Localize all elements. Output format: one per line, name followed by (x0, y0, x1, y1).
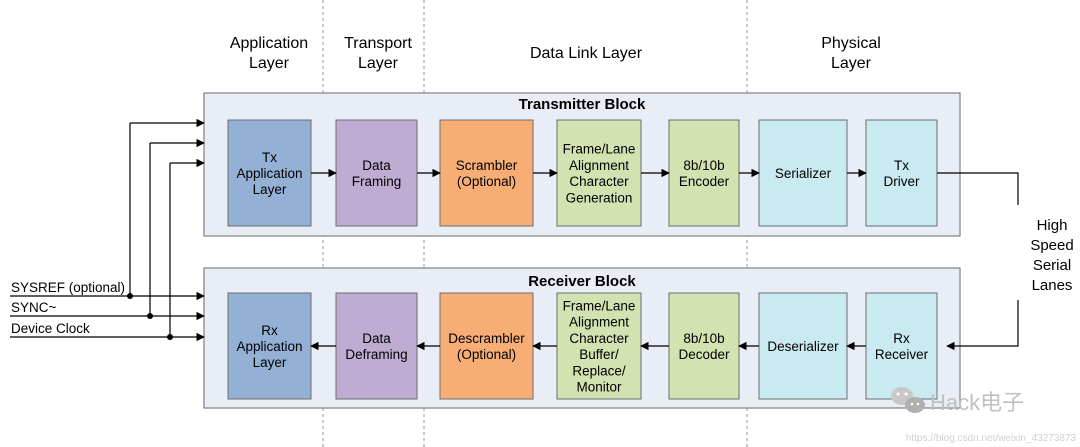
serializer-block: Serializer (758, 119, 848, 227)
transmitter-block-title: Transmitter Block (519, 96, 646, 113)
deserializer-label: Deserializer (767, 339, 839, 354)
device-clock-junction (167, 334, 173, 340)
input-signals: SYSREF (optional) SYNC~ Device Clock (11, 123, 173, 340)
receiver-block-title: Receiver Block (528, 273, 636, 290)
sysref-label: SYSREF (optional) (11, 280, 125, 295)
descrambler-block: Descrambler(Optional) (439, 292, 534, 400)
serializer-label: Serializer (775, 166, 832, 181)
lane-in-line (946, 300, 1019, 351)
deserializer-block: Deserializer (758, 292, 848, 400)
watermark-url: https://blog.csdn.net/weixin_43273873 (906, 433, 1077, 444)
descrambler-label: Descrambler(Optional) (448, 331, 525, 362)
scrambler-label: Scrambler(Optional) (456, 158, 518, 189)
layer-heading-data-link: Data Link Layer (530, 45, 643, 62)
wechat-icon (891, 387, 925, 413)
scrambler-block: Scrambler(Optional) (439, 119, 534, 227)
sync-label: SYNC~ (11, 300, 57, 315)
watermark: Hack电子 https://blog.csdn.net/weixin_4327… (891, 387, 1076, 444)
sysref-junction (127, 293, 133, 299)
watermark-text: Hack电子 (930, 390, 1024, 415)
sync-junction (147, 313, 153, 319)
lane-out-line (937, 172, 1019, 205)
device-clock-label: Device Clock (11, 321, 90, 336)
